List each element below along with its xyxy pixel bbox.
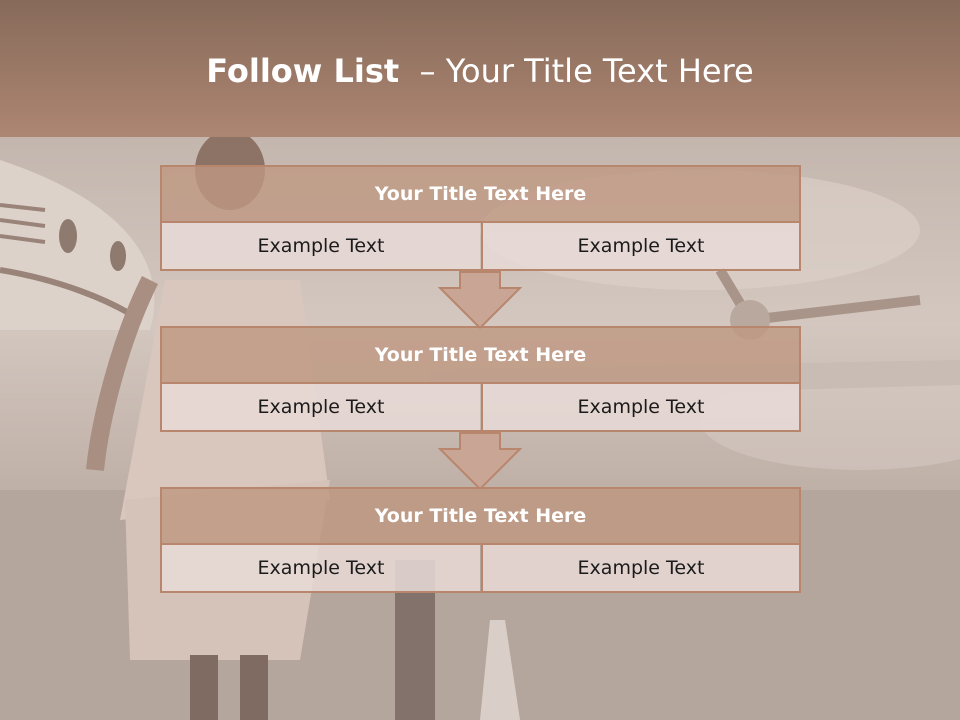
slide-title-separator: – bbox=[419, 52, 436, 90]
down-arrow-icon bbox=[438, 432, 522, 491]
follow-block-1: Your Title Text Here Example Text Exampl… bbox=[160, 165, 801, 271]
block-title: Your Title Text Here bbox=[162, 167, 799, 223]
block-right-text: Example Text bbox=[481, 223, 799, 269]
block-right-text: Example Text bbox=[481, 545, 799, 591]
block-title: Your Title Text Here bbox=[162, 328, 799, 384]
follow-block-3: Your Title Text Here Example Text Exampl… bbox=[160, 487, 801, 593]
slide-header: Follow List – Your Title Text Here bbox=[0, 0, 960, 137]
slide-title-rest: Your Title Text Here bbox=[445, 52, 754, 90]
down-arrow-icon bbox=[438, 271, 522, 330]
block-title: Your Title Text Here bbox=[162, 489, 799, 545]
block-right-text: Example Text bbox=[481, 384, 799, 430]
block-left-text: Example Text bbox=[162, 545, 480, 591]
follow-block-2: Your Title Text Here Example Text Exampl… bbox=[160, 326, 801, 432]
block-left-text: Example Text bbox=[162, 384, 480, 430]
block-left-text: Example Text bbox=[162, 223, 480, 269]
slide-title: Follow List – Your Title Text Here bbox=[0, 52, 960, 90]
slide-title-bold: Follow List bbox=[206, 52, 400, 90]
